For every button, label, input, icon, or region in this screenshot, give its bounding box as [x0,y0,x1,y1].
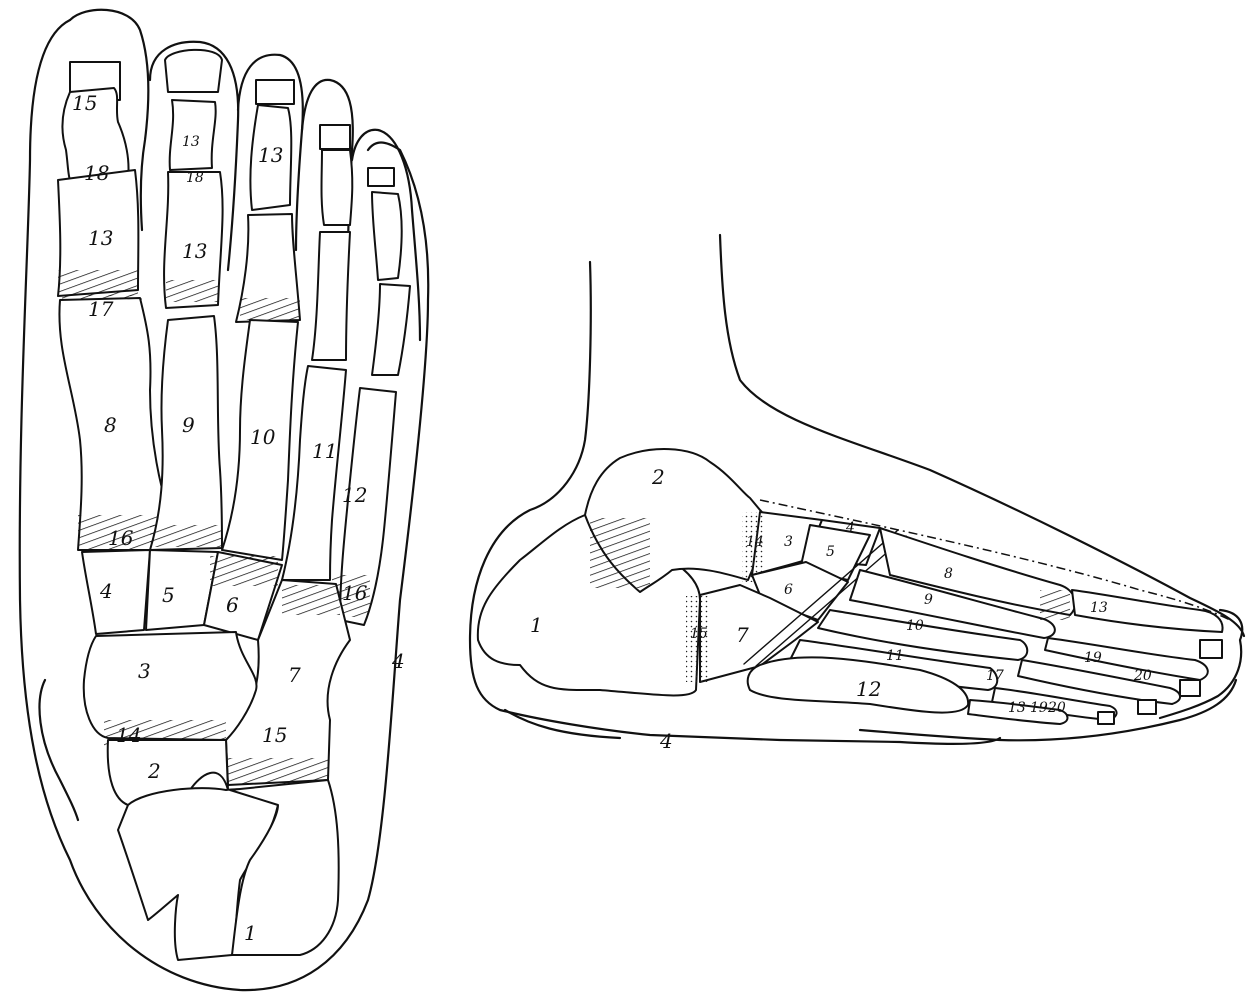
lateral-nail-5 [1098,712,1114,724]
lateral-nail-2 [1200,640,1222,658]
dorsal-label-13-toe3: 13 [258,143,283,167]
dorsal-toe4-proximal-phalanx [312,232,350,360]
lateral-label-14: 14 [746,534,764,550]
lateral-label-3: 3 [784,534,793,550]
dorsal-label-6: 6 [226,593,239,617]
lateral-label-1: 1 [530,613,543,637]
dorsal-toe5-middle-phalanx [372,192,402,280]
lateral-label-4: 4 [845,520,855,536]
lateral-hatch-subtalar [590,518,650,588]
lateral-foot-view: 1 2 3 4 5 6 7 8 9 10 11 12 13 13 14 15 1… [470,235,1244,753]
dorsal-corner-mark: 4 [391,649,405,673]
lateral-label-2: 2 [651,465,665,489]
dorsal-label-9: 9 [182,413,195,437]
dorsal-hatch-mtp3 [240,298,300,320]
dorsal-label-16-met5: 16 [342,581,368,605]
dorsal-label-13-toe2: 13 [182,239,207,263]
dorsal-toe4-middle-phalanx [322,150,353,225]
dorsal-label-5: 5 [162,583,175,607]
lateral-label-12: 12 [856,677,881,701]
dorsal-label-3: 3 [138,659,151,683]
lateral-hatch-mtp1 [1040,590,1070,620]
dorsal-hatch-calccub [228,758,328,784]
dorsal-hatch-mtp2 [166,280,218,302]
dorsal-hatch-mtp1 [58,270,138,296]
dorsal-toe4-nail [320,125,350,149]
dorsal-toe5-nail [368,168,394,186]
lateral-label-19: 19 [1084,650,1102,666]
dorsal-label-16-met1: 16 [108,526,134,550]
dorsal-label-4: 4 [99,579,113,603]
dorsal-toe3-nail [256,80,294,104]
lateral-label-7: 7 [736,623,749,647]
dorsal-label-7: 7 [288,663,301,687]
dorsal-label-18: 18 [84,161,109,185]
lateral-label-6: 6 [784,582,793,598]
dorsal-medial-cuneiform [82,550,150,634]
lateral-label-13-hallux: 13 [1090,600,1108,616]
lateral-label-5: 5 [826,544,835,560]
lateral-label-15: 15 [690,626,708,642]
dorsal-label-14: 14 [116,723,141,747]
lateral-label-20: 20 [1133,668,1152,684]
lateral-label-17: 17 [986,668,1004,684]
dorsal-label-13-hallux: 13 [88,226,113,250]
dorsal-label-11: 11 [312,439,337,463]
lateral-nail-3 [1180,680,1200,696]
dorsal-label-2: 2 [147,759,161,783]
lateral-label-11: 11 [886,648,904,664]
lateral-nail-4 [1138,700,1156,714]
lateral-label-20b: 20 [1047,700,1066,716]
lateral-label-9: 9 [924,592,933,608]
lateral-label-10: 10 [906,618,924,634]
dorsal-foot-view: 15 18 13 17 13 18 13 13 8 9 10 11 12 16 … [20,10,429,990]
dorsal-toe2-distal-phalanx [165,50,222,92]
dorsal-label-10: 10 [250,425,276,449]
lateral-label-13: 13 [1008,700,1026,716]
dorsal-label-12: 12 [342,483,367,507]
dorsal-label-8: 8 [104,413,117,437]
dorsal-label-15: 15 [72,91,97,115]
dorsal-label-17: 17 [88,297,114,321]
lateral-label-19b: 19 [1030,700,1048,716]
dorsal-label-1: 1 [244,921,257,945]
dorsal-label-18-toe2: 18 [186,170,204,186]
dorsal-hatch-cuneiform [210,556,278,586]
dorsal-toe5-proximal-phalanx [372,284,410,375]
dorsal-label-15-cc: 15 [262,723,287,747]
dorsal-hatch-base2 [150,525,222,547]
dorsal-label-13-toe2a: 13 [182,134,200,150]
lateral-bottom-mark: 4 [659,729,673,753]
lateral-label-8: 8 [944,566,953,582]
dorsal-hatch-cuboid [282,585,340,615]
